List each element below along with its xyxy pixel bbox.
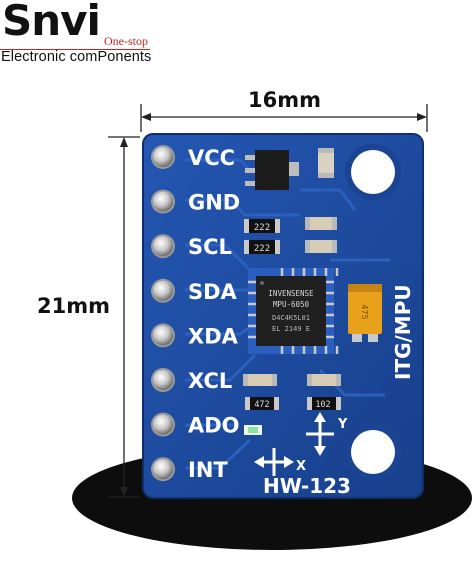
pin-label-sda: SDA xyxy=(188,280,238,304)
pin-head xyxy=(153,325,173,346)
brand-rule xyxy=(0,49,150,50)
pin-label-gnd: GND xyxy=(188,191,240,215)
power-led xyxy=(244,425,262,435)
brand-tagline: Electronic comPonents xyxy=(1,49,152,65)
chip-line2: MPU-6050 xyxy=(273,300,310,309)
width-dimension-label: 16mm xyxy=(248,88,321,112)
pin-label-xda: XDA xyxy=(188,324,239,348)
brand-subtitle: One-stop xyxy=(104,34,148,48)
pin-head xyxy=(153,280,173,301)
smd-capacitor-top xyxy=(318,148,334,178)
height-dimension-label: 21mm xyxy=(37,294,110,318)
brand-name: Snvi xyxy=(2,0,101,45)
resistor-r2-code: 222 xyxy=(254,244,270,254)
voltage-regulator xyxy=(245,150,299,190)
pin-label-ado: ADO xyxy=(188,414,240,438)
width-dimension xyxy=(140,104,428,132)
tantalum-capacitor: 475 xyxy=(348,284,382,342)
capacitor-c4 xyxy=(307,374,341,386)
axis-y-label: Y xyxy=(337,417,348,432)
pin-head xyxy=(153,459,173,480)
header-pins xyxy=(151,145,175,482)
resistor-r1: 222 xyxy=(244,219,280,233)
capacitor-c2 xyxy=(305,240,337,253)
pin-head xyxy=(153,236,173,257)
resistor-r2: 222 xyxy=(244,240,280,254)
pin-head xyxy=(153,147,173,167)
axis-x-symbol: X xyxy=(254,448,306,476)
resistor-r3: 472 xyxy=(245,397,279,410)
tantalum-code: 475 xyxy=(360,304,369,319)
pin-head xyxy=(153,414,173,435)
resistor-r3-code: 472 xyxy=(254,400,269,410)
pin-head xyxy=(153,370,173,390)
brand-logo: Snvi One-stop Electronic comPonents xyxy=(0,0,160,66)
resistor-r1-code: 222 xyxy=(254,223,270,233)
axis-x-label: X xyxy=(296,459,306,474)
model-label: HW-123 xyxy=(263,474,351,498)
pin-label-xcl: XCL xyxy=(188,369,232,393)
capacitor-c1 xyxy=(305,217,337,230)
chip-line4: EL 2149 E xyxy=(272,325,310,333)
chip-line1: INVENSENSE xyxy=(268,289,314,298)
height-dimension xyxy=(108,136,140,498)
resistor-r4-code: 102 xyxy=(315,400,330,410)
side-silkscreen: ITG/MPU xyxy=(391,284,415,380)
mpu6050-chip: INVENSENSE MPU-6050 D4C4K5L01 EL 2149 E xyxy=(248,268,339,354)
axis-y-symbol: Y xyxy=(306,412,348,456)
resistor-r4: 102 xyxy=(307,397,341,410)
chip-line3: D4C4K5L01 xyxy=(272,314,310,322)
pin-label-scl: SCL xyxy=(188,235,232,259)
pin-head xyxy=(153,191,173,212)
pin-label-int: INT xyxy=(188,458,228,482)
capacitor-c3 xyxy=(243,374,277,386)
pin-label-vcc: VCC xyxy=(188,146,235,170)
